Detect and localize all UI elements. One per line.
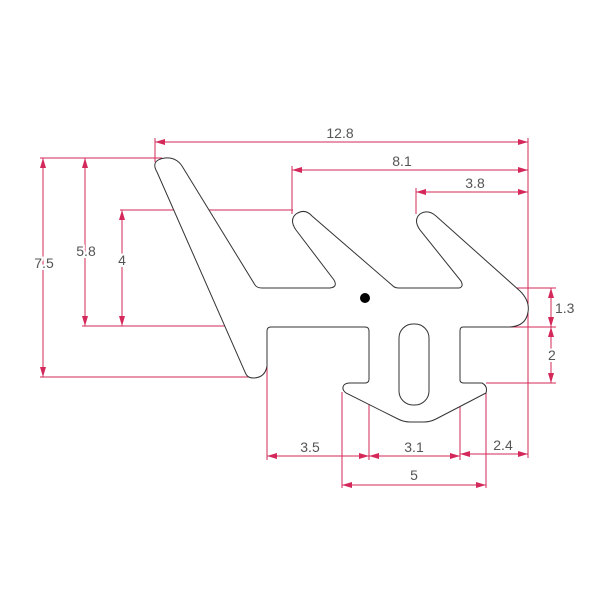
dim-right-nose-height: 1.3 <box>555 300 575 316</box>
dim-left-flange-width: 3.5 <box>300 439 320 455</box>
dimension-lines <box>40 139 554 488</box>
dim-mid-lip-height: 4 <box>118 252 126 268</box>
dim-overall-width: 12.8 <box>326 125 353 141</box>
center-dot <box>360 293 370 303</box>
dim-right-flange-width: 2.4 <box>493 437 513 453</box>
dim-overall-height: 7.5 <box>34 255 54 271</box>
dim-stem-height: 2 <box>548 347 556 363</box>
seal-profile-outline <box>154 157 529 423</box>
dim-lip-height: 5.8 <box>76 243 96 259</box>
dim-foot-width: 5 <box>410 467 418 483</box>
hollow-slot <box>398 323 430 406</box>
dim-second-lip-width: 8.1 <box>392 153 412 169</box>
dim-stem-width: 3.1 <box>404 439 424 455</box>
dim-third-lip-width: 3.8 <box>465 175 485 191</box>
